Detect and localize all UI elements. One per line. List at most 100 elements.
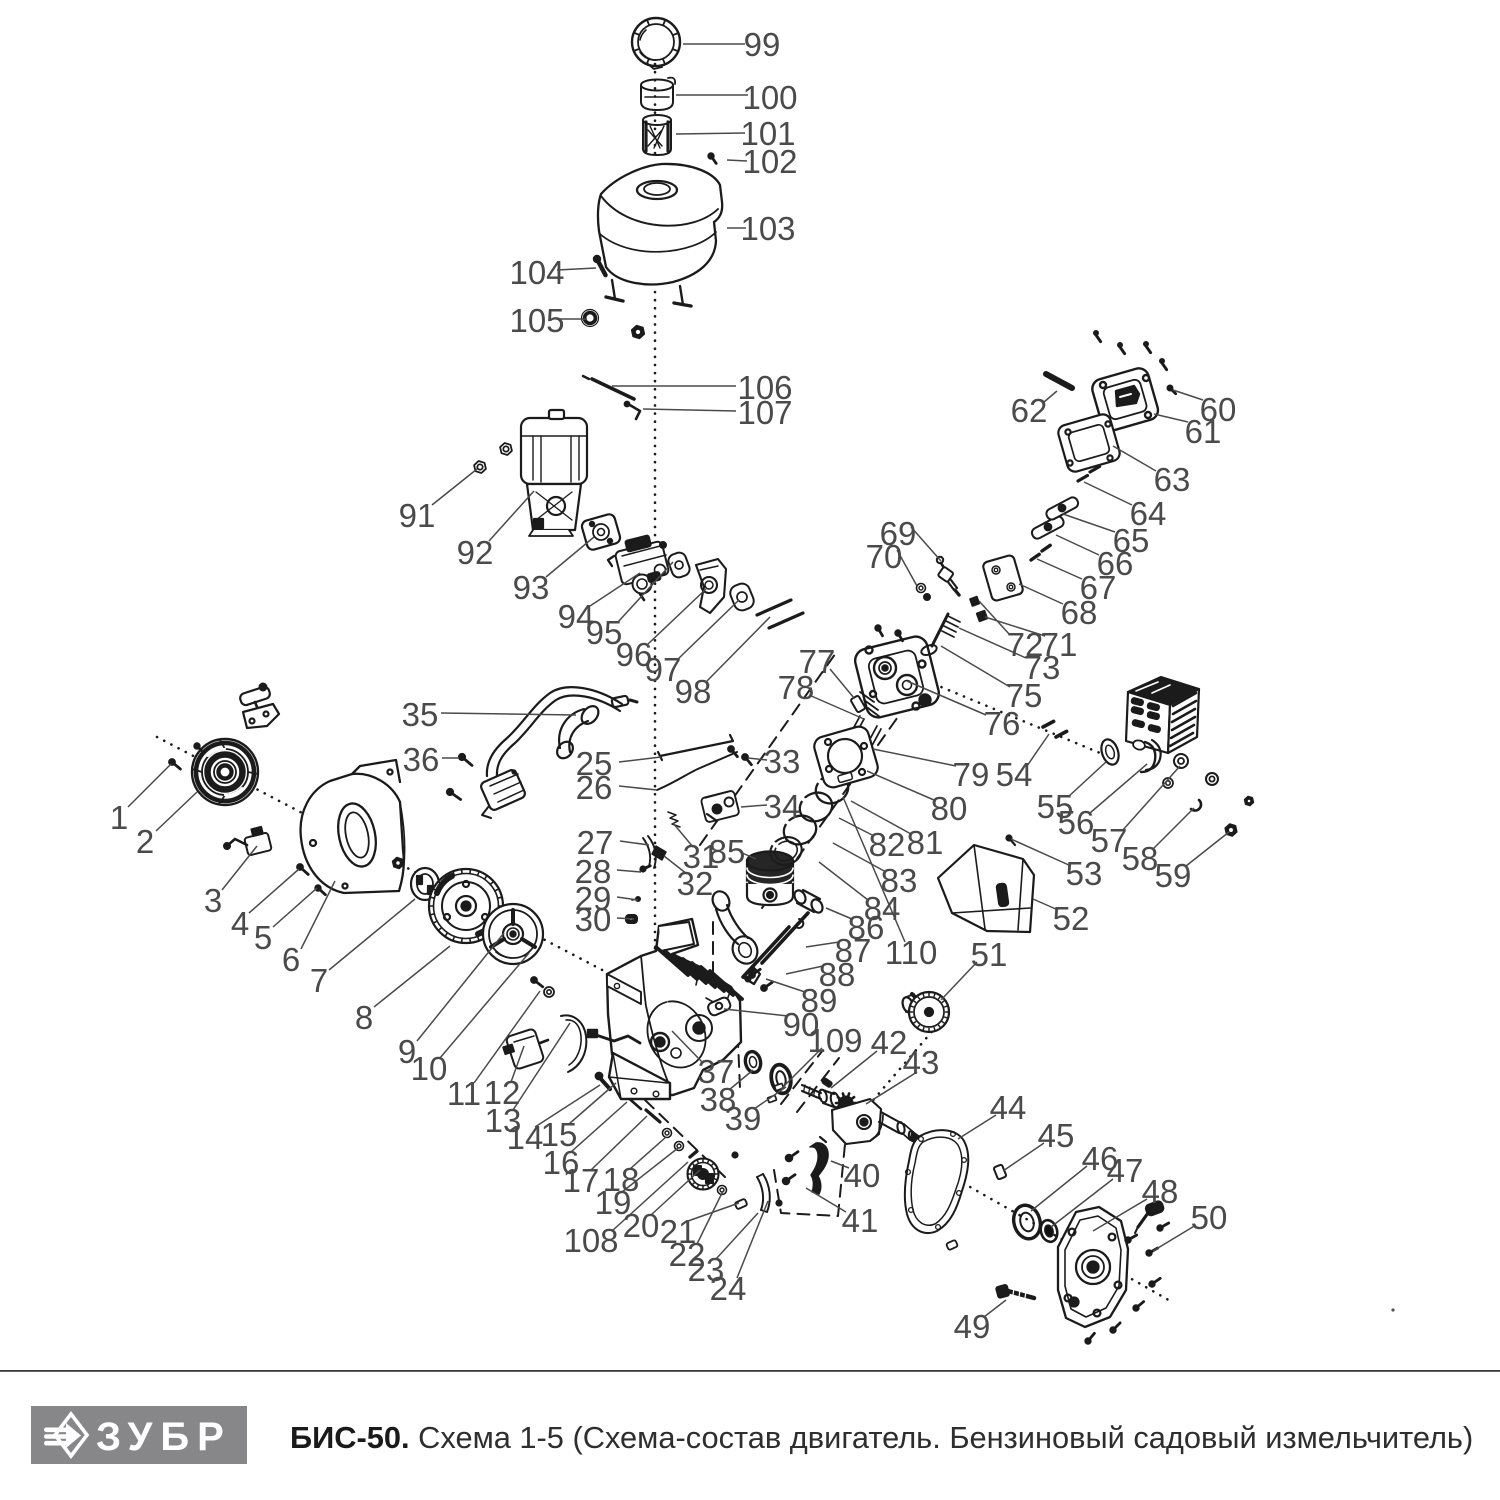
svg-text:79: 79 [953, 756, 990, 793]
svg-text:48: 48 [1142, 1173, 1179, 1210]
svg-text:85: 85 [709, 833, 746, 870]
svg-text:38: 38 [700, 1081, 737, 1118]
svg-text:88: 88 [819, 956, 856, 993]
svg-text:66: 66 [1097, 545, 1134, 582]
svg-text:28: 28 [575, 853, 612, 890]
svg-text:40: 40 [844, 1157, 881, 1194]
svg-text:105: 105 [509, 302, 564, 339]
svg-text:45: 45 [1038, 1117, 1075, 1154]
svg-text:80: 80 [931, 790, 968, 827]
svg-text:43: 43 [903, 1044, 940, 1081]
svg-text:57: 57 [1091, 822, 1128, 859]
svg-text:64: 64 [1130, 495, 1167, 532]
svg-text:33: 33 [764, 743, 801, 780]
svg-text:17: 17 [563, 1162, 600, 1199]
svg-text:73: 73 [1024, 649, 1061, 686]
svg-text:5: 5 [254, 919, 272, 956]
svg-text:ЗУБР: ЗУБР [96, 1415, 232, 1459]
svg-text:72: 72 [1007, 626, 1044, 663]
svg-text:54: 54 [996, 756, 1033, 793]
svg-text:7: 7 [310, 962, 328, 999]
svg-text:82: 82 [869, 826, 906, 863]
svg-text:78: 78 [778, 669, 815, 706]
svg-text:104: 104 [509, 254, 564, 291]
svg-text:2: 2 [136, 823, 154, 860]
svg-text:94: 94 [558, 598, 595, 635]
svg-text:76: 76 [984, 705, 1021, 742]
svg-text:27: 27 [577, 824, 614, 861]
svg-text:71: 71 [1041, 626, 1078, 663]
svg-text:60: 60 [1200, 391, 1237, 428]
svg-text:75: 75 [1006, 677, 1043, 714]
svg-text:87: 87 [835, 932, 872, 969]
svg-text:18: 18 [603, 1161, 640, 1198]
svg-text:50: 50 [1191, 1199, 1228, 1236]
svg-text:93: 93 [513, 569, 550, 606]
svg-text:19: 19 [595, 1184, 632, 1221]
svg-text:68: 68 [1061, 594, 1098, 631]
svg-text:44: 44 [990, 1089, 1027, 1126]
svg-text:91: 91 [399, 497, 436, 534]
svg-text:77: 77 [799, 643, 836, 680]
svg-text:89: 89 [801, 982, 838, 1019]
svg-text:83: 83 [881, 862, 918, 899]
svg-text:102: 102 [742, 143, 797, 180]
svg-text:96: 96 [616, 636, 653, 673]
svg-text:58: 58 [1122, 840, 1159, 877]
svg-text:36: 36 [403, 741, 440, 778]
svg-text:67: 67 [1080, 569, 1117, 606]
svg-text:10: 10 [411, 1050, 448, 1087]
svg-text:47: 47 [1107, 1152, 1144, 1189]
svg-text:11: 11 [447, 1075, 481, 1112]
svg-text:52: 52 [1053, 900, 1090, 937]
svg-text:22: 22 [669, 1236, 706, 1273]
svg-text:86: 86 [848, 909, 885, 946]
svg-text:46: 46 [1082, 1140, 1119, 1177]
svg-text:23: 23 [688, 1251, 725, 1288]
svg-text:101: 101 [740, 115, 795, 152]
svg-text:35: 35 [402, 696, 439, 733]
svg-text:59: 59 [1155, 857, 1192, 894]
svg-text:25: 25 [576, 745, 613, 782]
svg-text:106: 106 [737, 369, 792, 406]
svg-text:15: 15 [541, 1116, 578, 1153]
svg-text:69: 69 [880, 515, 917, 552]
svg-text:14: 14 [507, 1119, 544, 1156]
svg-text:98: 98 [675, 673, 712, 710]
svg-text:9: 9 [398, 1033, 416, 1070]
svg-text:49: 49 [954, 1308, 991, 1345]
svg-text:95: 95 [586, 614, 623, 651]
svg-text:34: 34 [764, 788, 801, 825]
svg-text:84: 84 [864, 890, 901, 927]
svg-text:16: 16 [543, 1144, 580, 1181]
svg-text:32: 32 [677, 865, 714, 902]
svg-text:39: 39 [725, 1100, 762, 1137]
svg-text:81: 81 [907, 824, 944, 861]
svg-text:4: 4 [231, 905, 249, 942]
svg-text:53: 53 [1066, 855, 1103, 892]
svg-text:12: 12 [484, 1074, 521, 1111]
svg-text:63: 63 [1154, 461, 1191, 498]
svg-text:61: 61 [1185, 413, 1222, 450]
svg-text:56: 56 [1058, 804, 1095, 841]
svg-text:110: 110 [885, 934, 938, 971]
svg-text:100: 100 [742, 79, 797, 116]
svg-text:108: 108 [563, 1222, 618, 1259]
svg-text:1: 1 [110, 799, 128, 836]
svg-text:55: 55 [1037, 788, 1074, 825]
svg-text:92: 92 [457, 534, 494, 571]
svg-text:20: 20 [623, 1207, 660, 1244]
svg-text:21: 21 [660, 1213, 697, 1250]
svg-text:65: 65 [1113, 522, 1150, 559]
svg-text:8: 8 [355, 999, 373, 1036]
svg-text:37: 37 [698, 1053, 735, 1090]
svg-text:31: 31 [683, 838, 720, 875]
svg-text:51: 51 [971, 936, 1008, 973]
svg-text:109: 109 [807, 1022, 862, 1059]
svg-text:41: 41 [842, 1202, 879, 1239]
svg-text:24: 24 [710, 1270, 747, 1307]
svg-text:103: 103 [740, 210, 795, 247]
svg-text:42: 42 [871, 1024, 908, 1061]
svg-text:БИС-50. Схема 1-5 (Схема-соста: БИС-50. Схема 1-5 (Схема-состав двигател… [290, 1420, 1473, 1455]
svg-text:26: 26 [576, 769, 613, 806]
